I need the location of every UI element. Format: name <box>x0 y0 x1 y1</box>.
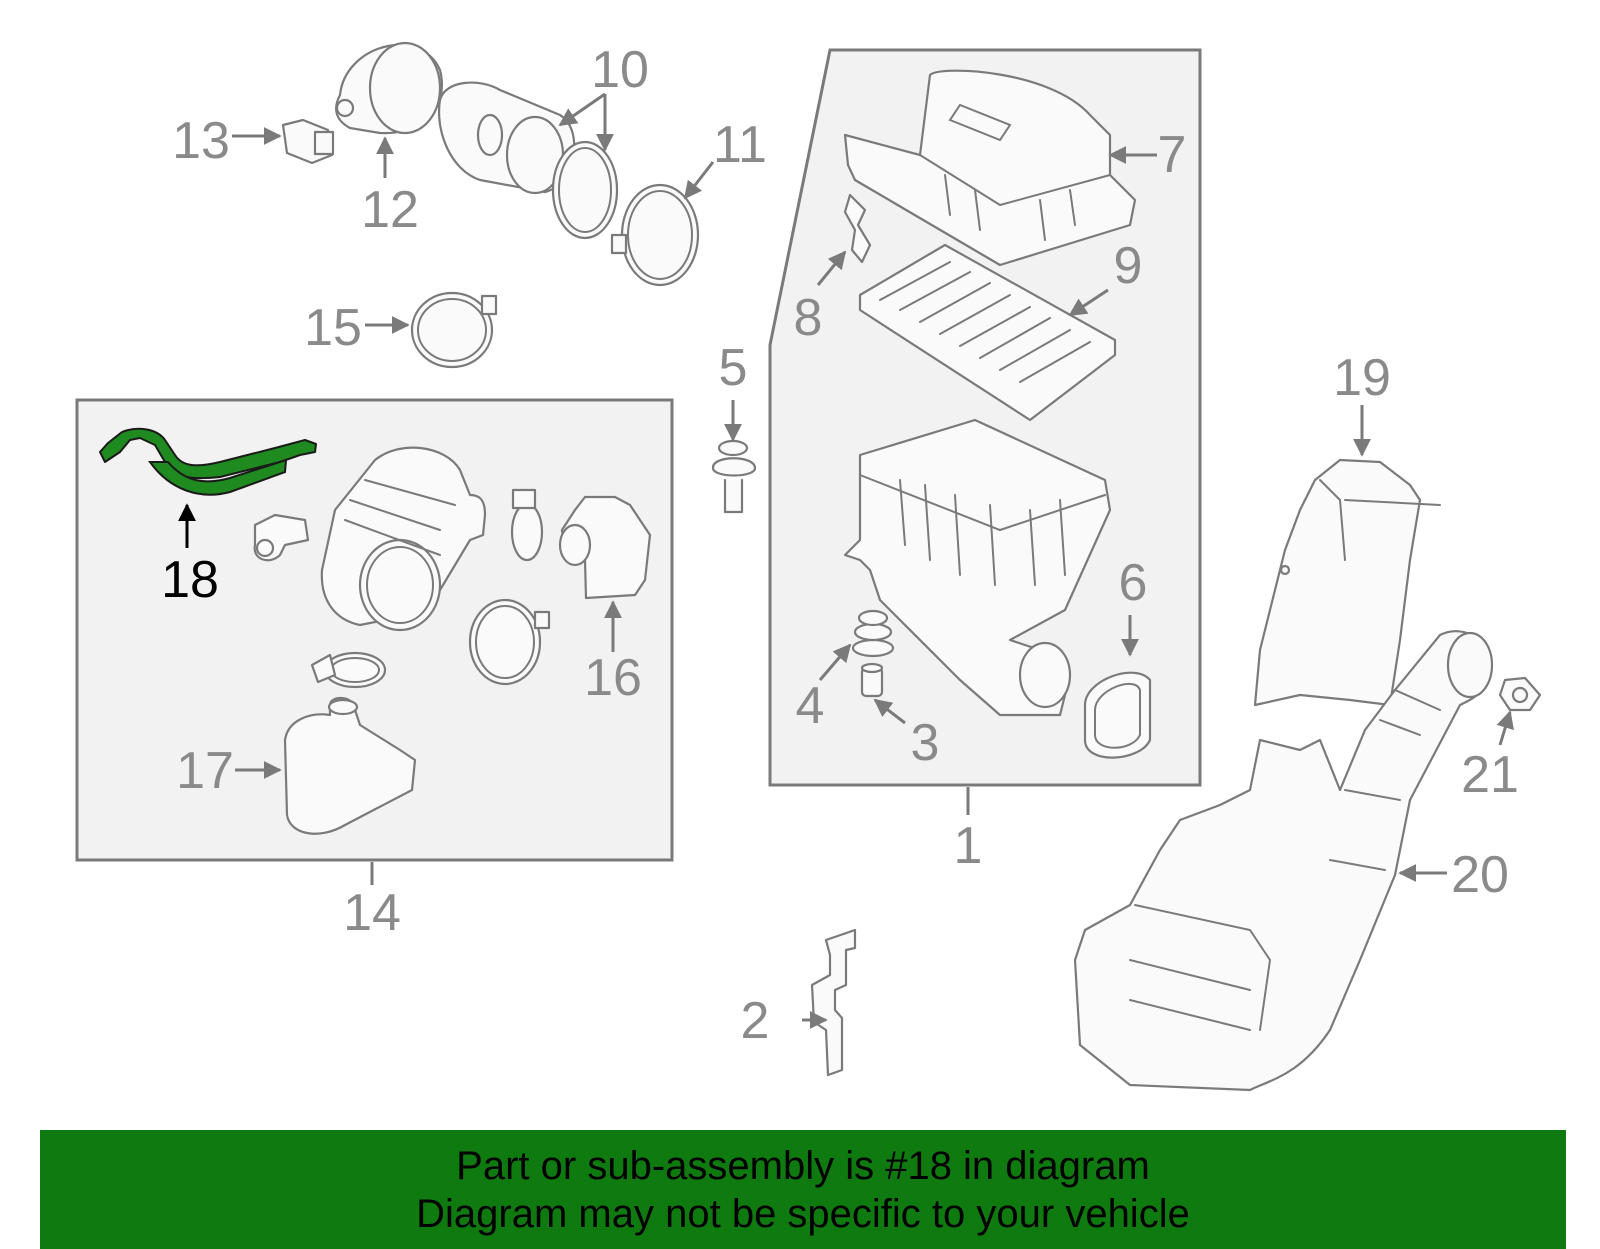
part-elbow-fitting[interactable] <box>253 513 310 562</box>
part-12-airflow-housing[interactable] <box>335 41 443 135</box>
label-12: 12 <box>361 181 419 239</box>
banner-line-1: Part or sub-assembly is #18 in diagram <box>456 1143 1150 1188</box>
label-15: 15 <box>304 299 362 357</box>
part-9-filter[interactable] <box>858 243 1117 422</box>
part-3-bushing[interactable] <box>860 662 884 698</box>
part-16-housing[interactable] <box>558 495 652 600</box>
label-16: 16 <box>584 649 642 707</box>
part-4-grommet[interactable] <box>851 609 895 658</box>
part-21-clip[interactable] <box>1498 676 1542 712</box>
part-15-clamp[interactable] <box>410 291 498 369</box>
label-6: 6 <box>1119 554 1148 612</box>
part-2-bracket[interactable] <box>810 928 857 1077</box>
part-10-duct[interactable] <box>438 81 619 240</box>
part-6-gasket[interactable] <box>1083 671 1152 759</box>
label-21: 21 <box>1461 746 1519 804</box>
part-13-sensor[interactable] <box>281 118 335 165</box>
label-2: 2 <box>741 992 770 1050</box>
label-17: 17 <box>176 742 234 800</box>
part-17-resonator[interactable] <box>283 697 417 835</box>
label-1: 1 <box>954 817 983 875</box>
info-banner: Part or sub-assembly is #18 in diagram D… <box>40 1130 1566 1249</box>
part-clamp-box14-c[interactable] <box>310 651 387 689</box>
label-5: 5 <box>719 339 748 397</box>
label-18: 18 <box>161 551 219 609</box>
label-10: 10 <box>591 41 649 99</box>
part-14-throttle-duct[interactable] <box>320 446 487 632</box>
label-14: 14 <box>343 884 401 942</box>
part-11-clamp[interactable] <box>610 183 700 287</box>
part-7-cover[interactable] <box>843 69 1137 267</box>
label-11: 11 <box>713 116 767 174</box>
part-20-intake[interactable] <box>1073 630 1494 1092</box>
label-4: 4 <box>796 677 825 735</box>
part-8-bracket[interactable] <box>843 193 872 264</box>
part-18-hose-highlighted[interactable] <box>99 427 317 496</box>
label-8: 8 <box>794 289 823 347</box>
leader-arrows <box>178 92 1514 1029</box>
label-9: 9 <box>1114 237 1143 295</box>
label-19: 19 <box>1333 349 1391 407</box>
part-clamp-box14-b[interactable] <box>468 598 551 686</box>
label-3: 3 <box>911 714 940 772</box>
part-1-lower-case[interactable] <box>843 418 1112 717</box>
label-7: 7 <box>1158 126 1187 184</box>
label-20: 20 <box>1451 846 1509 904</box>
part-clamp-box14-a[interactable] <box>510 488 544 562</box>
banner-line-2: Diagram may not be specific to your vehi… <box>416 1191 1190 1236</box>
label-13: 13 <box>172 112 230 170</box>
part-5-clip[interactable] <box>711 439 757 514</box>
